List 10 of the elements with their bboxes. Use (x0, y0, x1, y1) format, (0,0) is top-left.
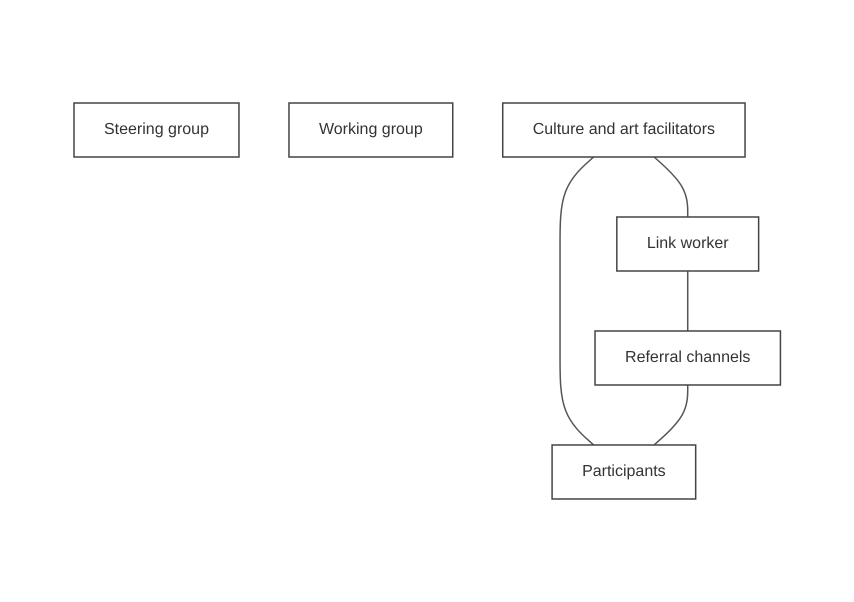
node-box: Steering group (73, 102, 240, 158)
node-box: Culture and art facilitators (502, 102, 746, 158)
node-box: Working group (288, 102, 454, 158)
node-box: Participants (551, 444, 696, 500)
connector (686, 271, 688, 331)
connector (653, 156, 688, 217)
node-box: Link worker (616, 216, 760, 272)
connector (653, 385, 688, 446)
connector (559, 156, 594, 446)
node-box: Referral channels (594, 330, 781, 386)
